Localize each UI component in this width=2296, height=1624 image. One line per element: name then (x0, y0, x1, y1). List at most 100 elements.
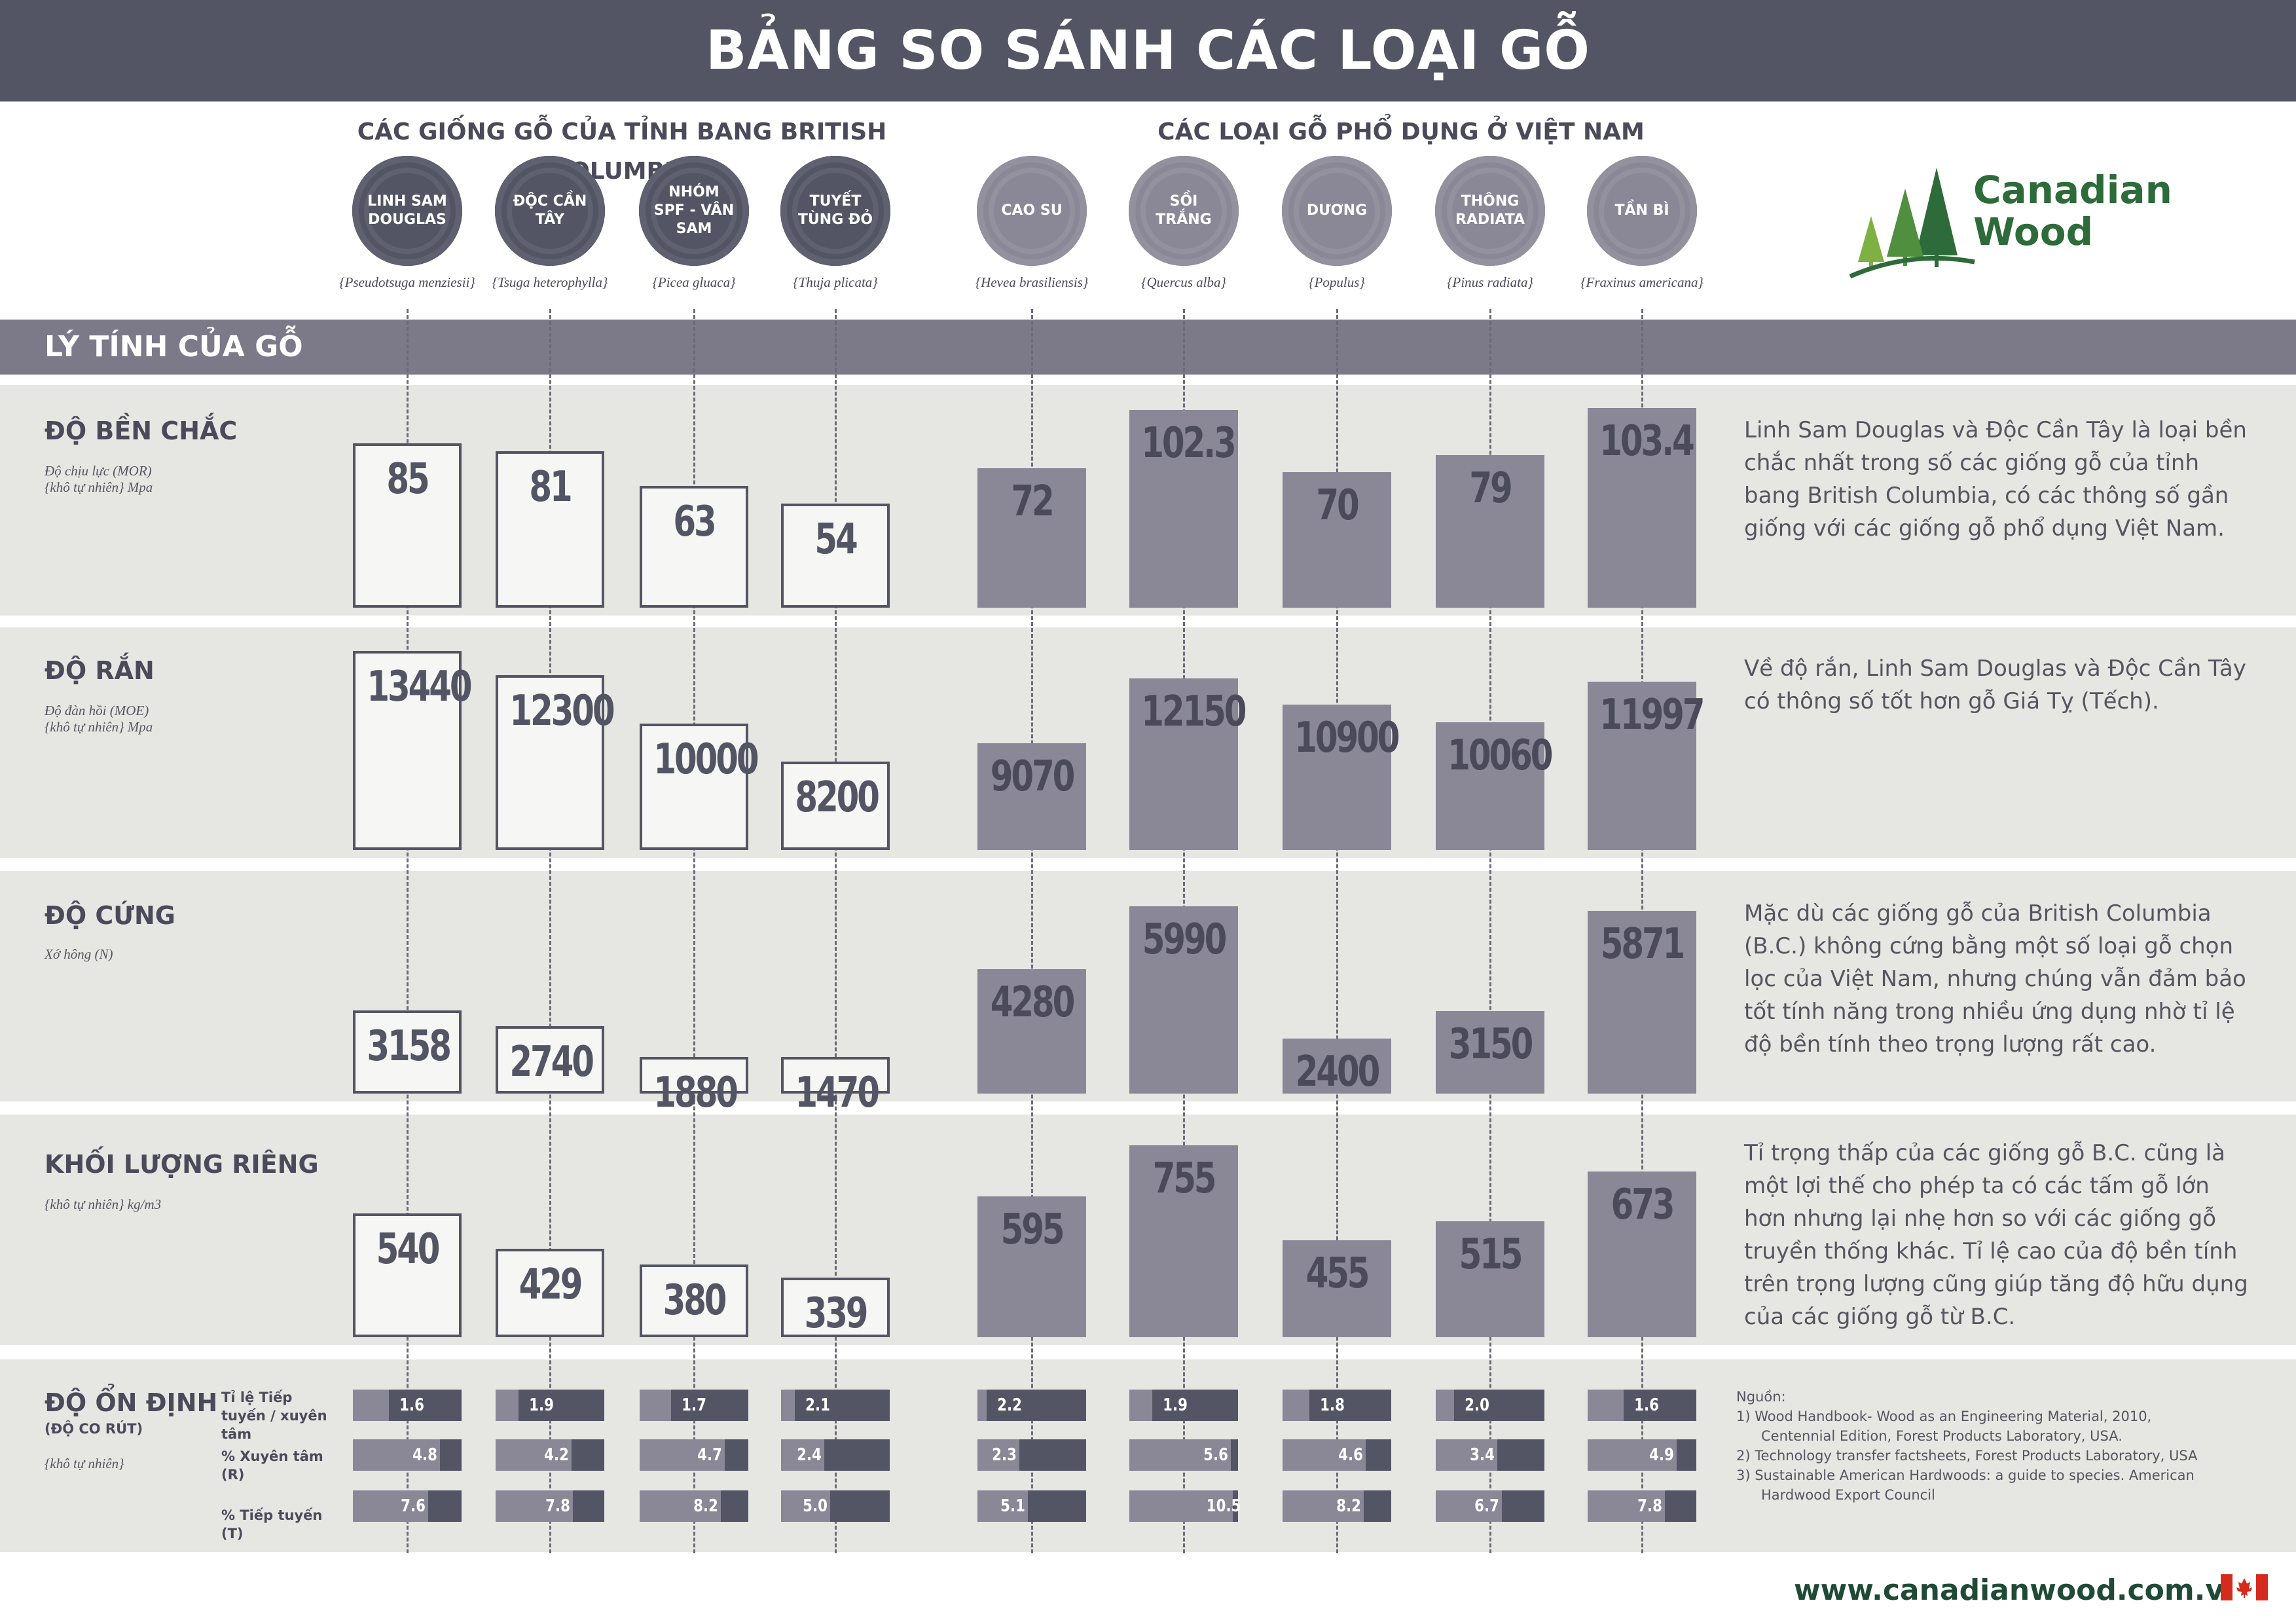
stability-fill-0-4 (987, 1390, 1086, 1421)
prop-title-density: KHỐI LƯỢNG RIÊNG (45, 1150, 319, 1179)
bar-label-1-8: 11997 (1599, 691, 1705, 739)
stability-bar-2-4 (1028, 1490, 1086, 1522)
wood-latin-5: {Quercus alba} (1141, 274, 1226, 290)
stability-series-label-2: % Tiếp tuyến (T) (221, 1507, 323, 1541)
page-title: BẢNG SO SÁNH CÁC LOẠI GỖ (705, 20, 1590, 82)
stability-label-1-4: 2.3 (992, 1445, 1017, 1465)
website-link[interactable]: www.canadianwood.com.vn (1794, 1574, 2245, 1607)
wood-latin-1: {Tsuga heterophylla} (492, 274, 608, 290)
bar-label-2-5: 5990 (1142, 915, 1228, 964)
stability-fill-1-7 (1436, 1439, 1497, 1471)
guide-line-7 (1489, 309, 1491, 1553)
wood-latin-3: {Thuja plicata} (793, 274, 878, 290)
wood-circle-2: NHÓM SPF - VÂN SAM (639, 156, 749, 266)
section-title: LÝ TÍNH CỦA GỖ (45, 330, 303, 363)
wood-circle-6: DƯƠNG (1282, 156, 1392, 266)
bar-1-4: 9070 (977, 743, 1086, 850)
stability-bar-2-1 (573, 1490, 604, 1522)
stability-label-0-6: 1.8 (1320, 1395, 1345, 1415)
stability-fill-2-2 (640, 1490, 721, 1522)
stability-label-0-5: 1.9 (1163, 1395, 1188, 1415)
bar-label-3-1: 429 (519, 1261, 583, 1309)
bar-label-1-6: 10900 (1294, 714, 1400, 762)
bar-label-1-5: 12150 (1141, 688, 1247, 736)
stability-bar-2-8 (1665, 1490, 1696, 1522)
wood-latin-7: {Pinus radiata} (1447, 274, 1533, 290)
bar-1-8: 11997 (1588, 682, 1705, 850)
stability-fill-0-5 (1152, 1390, 1238, 1421)
bar-2-4: 4280 (977, 969, 1086, 1094)
stability-label-0-2: 1.7 (682, 1395, 706, 1415)
prop-title-hardness: ĐỘ CỨNG (45, 901, 176, 930)
stability-fill-0-3 (795, 1390, 890, 1421)
stability-fill-2-1 (496, 1490, 573, 1522)
stability-bar-1-6 (1366, 1439, 1391, 1471)
bar-3-1: 429 (496, 1249, 604, 1337)
source-item-2: 2) Technology transfer factsheets, Fores… (1736, 1448, 2198, 1464)
prop-sub-hardness-1: Xớ hông (N) (45, 946, 113, 962)
bar-label-2-4: 4280 (990, 978, 1076, 1027)
stability-bar-2-3 (830, 1490, 890, 1522)
bar-0-2: 63 (640, 486, 748, 608)
prop-sub-strength-2: {khô tự nhiên} Mpa (45, 479, 153, 495)
bar-label-3-6: 455 (1305, 1249, 1370, 1298)
source-item-3: 3) Sustainable American Hardwoods: a gui… (1736, 1467, 2195, 1503)
bar-label-2-1: 2740 (509, 1038, 594, 1086)
sources-heading: Nguồn: (1736, 1389, 1786, 1405)
wood-circle-8: TẦN BÌ (1587, 156, 1697, 266)
bar-label-0-6: 70 (1316, 481, 1359, 530)
stability-fill-2-3 (781, 1490, 830, 1522)
stability-series-label-1: % Xuyên tâm (R) (221, 1449, 323, 1483)
prop-sub-stability-1: (ĐỘ CO RÚT) (45, 1421, 143, 1437)
bar-2-0: 3158 (353, 1010, 462, 1094)
group-title-bc: CÁC GIỐNG GỖ CỦA TỈNH BANG BRITISH COLUM… (357, 119, 887, 185)
guide-line-4 (1031, 309, 1033, 1553)
stability-bar-1-8 (1677, 1439, 1696, 1471)
bar-label-0-3: 54 (814, 515, 858, 564)
bar-2-6: 2400 (1283, 1039, 1391, 1096)
wood-circle-5: SỒI TRẮNG (1129, 156, 1239, 266)
bar-label-3-8: 673 (1611, 1181, 1675, 1229)
stability-fill-1-6 (1283, 1439, 1366, 1471)
stability-bar-2-5 (1233, 1490, 1238, 1522)
stability-label-2-3: 5.0 (803, 1496, 828, 1516)
bar-label-0-5: 102.3 (1141, 419, 1236, 468)
bar-3-3: 339 (781, 1278, 890, 1338)
stability-fill-1-0 (353, 1439, 440, 1471)
bar-label-3-4: 595 (1000, 1206, 1065, 1254)
stability-label-0-0: 1.6 (399, 1395, 424, 1415)
bar-0-0: 85 (353, 443, 462, 608)
bar-3-5: 755 (1129, 1145, 1238, 1337)
section-band (0, 320, 2296, 375)
stability-fill-0-7 (1454, 1390, 1544, 1421)
bar-label-1-7: 10060 (1448, 731, 1553, 780)
stability-label-2-5: 10.5 (1206, 1496, 1241, 1516)
bar-3-8: 673 (1588, 1172, 1696, 1337)
bar-label-3-2: 380 (663, 1276, 727, 1325)
bar-3-2: 380 (640, 1264, 748, 1337)
bar-label-0-1: 81 (529, 463, 572, 511)
bar-0-5: 102.3 (1129, 410, 1238, 608)
stability-label-2-1: 7.8 (545, 1496, 570, 1516)
bar-label-3-7: 515 (1459, 1230, 1523, 1279)
guide-line-1 (549, 309, 551, 1553)
bar-2-5: 5990 (1129, 906, 1238, 1094)
stability-fill-2-0 (353, 1490, 428, 1522)
stability-label-1-2: 4.7 (697, 1445, 722, 1465)
bar-0-6: 70 (1283, 472, 1391, 608)
stability-label-1-5: 5.6 (1203, 1445, 1228, 1465)
bar-0-3: 54 (781, 504, 890, 608)
stability-bar-1-5 (1231, 1439, 1238, 1471)
bar-label-0-7: 79 (1469, 464, 1512, 513)
stability-fill-0-8 (1624, 1390, 1696, 1421)
stability-fill-1-1 (496, 1439, 572, 1471)
bar-label-0-0: 85 (386, 455, 429, 504)
stability-bar-1-1 (572, 1439, 604, 1471)
stability-label-0-3: 2.1 (805, 1395, 830, 1415)
bar-label-3-3: 339 (804, 1289, 869, 1338)
guide-line-6 (1336, 309, 1338, 1553)
prop-title-stability: ĐỘ ỔN ĐỊNH (45, 1388, 218, 1417)
bar-label-2-2: 1880 (653, 1069, 738, 1117)
bar-0-7: 79 (1436, 455, 1544, 608)
bar-3-4: 595 (977, 1196, 1086, 1337)
